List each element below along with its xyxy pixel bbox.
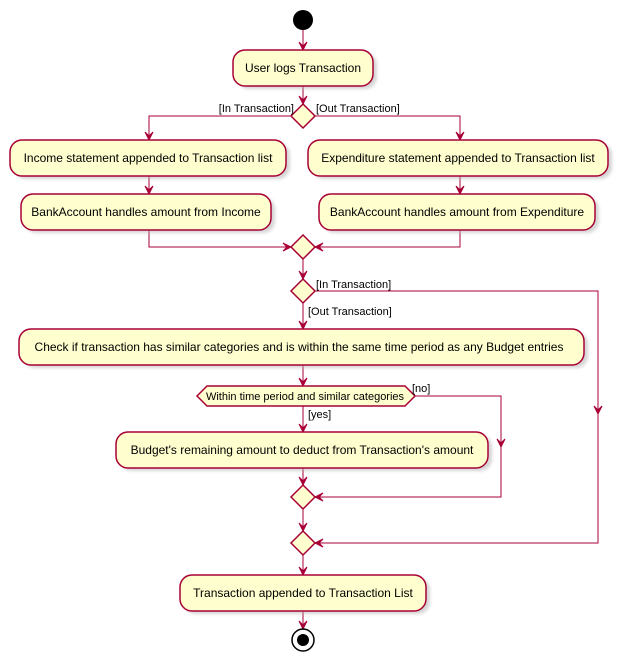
- activity-check-budget: Check if transaction has similar categor…: [18, 328, 588, 368]
- activity-budget-deduct: Budget's remaining amount to deduct from…: [115, 431, 492, 471]
- guard-in-transaction: [In Transaction]: [219, 103, 294, 115]
- activity-label: Expenditure statement appended to Transa…: [321, 151, 595, 165]
- activity-append-list: Transaction appended to Transaction List: [179, 574, 430, 614]
- activity-label: BankAccount handles amount from Income: [31, 205, 261, 219]
- activity-income-statement: Income statement appended to Transaction…: [9, 139, 290, 179]
- activity-label: Budget's remaining amount to deduct from…: [131, 443, 474, 457]
- merge-node-2: [289, 483, 317, 511]
- condition-label: Within time period and similar categorie…: [206, 391, 405, 403]
- activity-label: Check if transaction has similar categor…: [35, 340, 564, 354]
- decision-within-time-period: Within time period and similar categorie…: [195, 383, 430, 421]
- guard-yes: [yes]: [308, 409, 331, 421]
- merge-node-1: [289, 233, 317, 261]
- edges: [144, 30, 603, 631]
- activity-bank-expenditure: BankAccount handles amount from Expendit…: [318, 193, 599, 233]
- guard-out-transaction: [Out Transaction]: [308, 306, 392, 318]
- guard-in-transaction: [In Transaction]: [316, 279, 391, 291]
- merge-node-3: [289, 529, 317, 557]
- activity-bank-income: BankAccount handles amount from Income: [20, 193, 275, 233]
- activity-label: BankAccount handles amount from Expendit…: [330, 205, 584, 219]
- activity-label: Income statement appended to Transaction…: [24, 151, 273, 165]
- end-node: [291, 628, 315, 652]
- guard-no: [no]: [412, 383, 430, 395]
- activity-label: User logs Transaction: [245, 61, 361, 75]
- activity-expenditure-statement: Expenditure statement appended to Transa…: [307, 139, 612, 179]
- decision-transaction-type-2: [In Transaction] [Out Transaction]: [289, 277, 392, 318]
- guard-out-transaction: [Out Transaction]: [316, 103, 400, 115]
- activity-user-logs-transaction: User logs Transaction: [232, 49, 377, 89]
- activity-label: Transaction appended to Transaction List: [193, 586, 413, 600]
- decision-transaction-type: [In Transaction] [Out Transaction]: [219, 102, 400, 130]
- start-node: [293, 10, 313, 30]
